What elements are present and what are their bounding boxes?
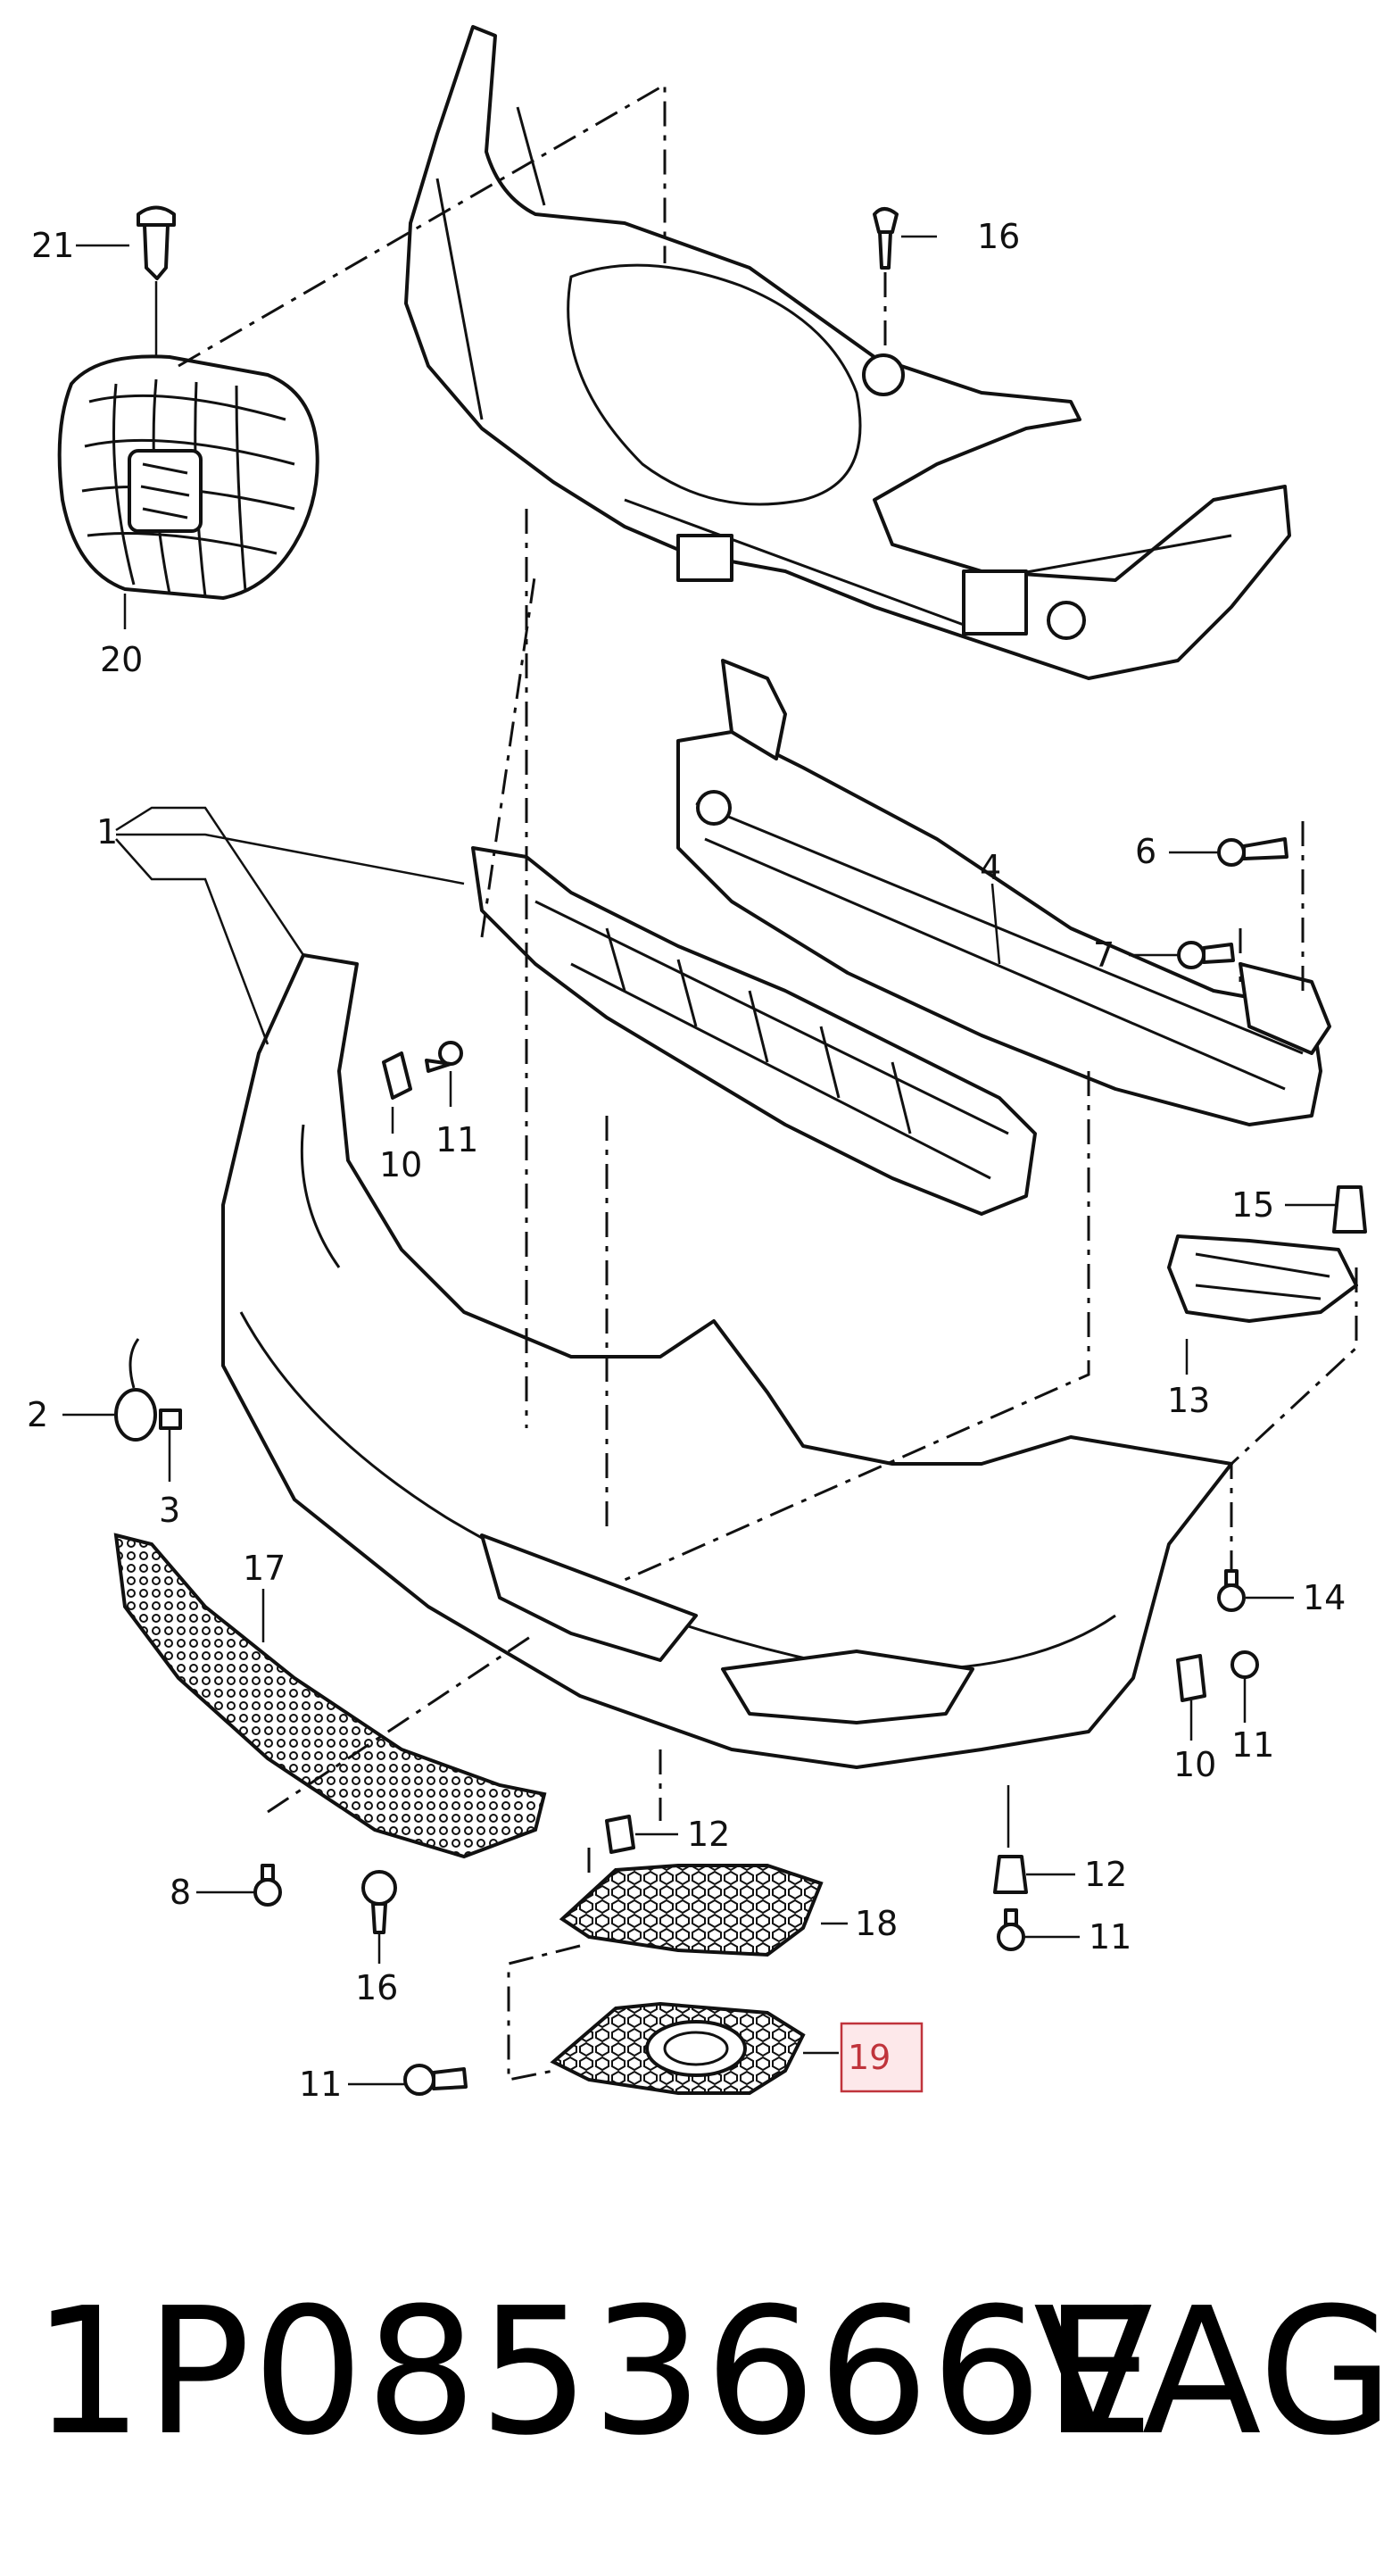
callout-7: 7	[1093, 935, 1114, 975]
callout-1: 1	[96, 812, 118, 852]
callout-11-lower-right: 11	[1089, 1917, 1131, 1957]
callout-18: 18	[855, 1904, 898, 1943]
callout-12-right: 12	[1084, 1855, 1127, 1894]
radiator-grille	[57, 354, 319, 600]
callout-21: 21	[31, 226, 74, 265]
callout-labels: 21 16 20 1 6 4 7 10 11 15 2 3 13 17 14 1…	[27, 217, 1346, 2104]
fog-lamp-cover-blank	[559, 1864, 824, 1957]
hardware-items	[114, 837, 1367, 2096]
brand-caption: VAG	[1033, 2271, 1392, 2474]
callout-6: 6	[1135, 832, 1156, 871]
lock-carrier	[404, 25, 1291, 680]
clip-21	[137, 205, 176, 357]
callout-10-right: 10	[1173, 1745, 1216, 1784]
callout-11-upper: 11	[435, 1120, 478, 1159]
callout-16-lower: 16	[355, 1968, 398, 2007]
callout-11-right: 11	[1231, 1725, 1274, 1765]
side-bracket	[1167, 1234, 1358, 1323]
callout-2: 2	[27, 1395, 48, 1434]
screw-16-top	[873, 207, 937, 353]
callout-20: 20	[100, 640, 143, 679]
callout-10-upper: 10	[379, 1145, 422, 1184]
callout-15: 15	[1231, 1185, 1274, 1225]
lower-grille	[113, 1533, 547, 1859]
callout-13: 13	[1167, 1381, 1210, 1420]
fog-lamp-cover-opening	[550, 2001, 806, 2095]
bumper-cover	[221, 953, 1233, 1769]
bumper-carrier	[471, 846, 1037, 1216]
callout-12-center: 12	[687, 1815, 730, 1854]
callout-19: 19	[848, 2038, 891, 2077]
callout-17: 17	[243, 1549, 286, 1588]
callout-11-lower-left: 11	[299, 2065, 342, 2104]
bumper-reinforcement	[676, 659, 1331, 1126]
callout-16-top: 16	[977, 217, 1020, 256]
leader-lines	[62, 82, 1358, 2086]
callout-14: 14	[1303, 1578, 1346, 1617]
callout-3: 3	[159, 1491, 180, 1530]
callout-19-highlight-box	[840, 2022, 924, 2093]
callout-8: 8	[170, 1873, 191, 1912]
callout-4: 4	[980, 848, 1001, 887]
part-number-caption: 1P0853666E	[32, 2271, 1156, 2474]
